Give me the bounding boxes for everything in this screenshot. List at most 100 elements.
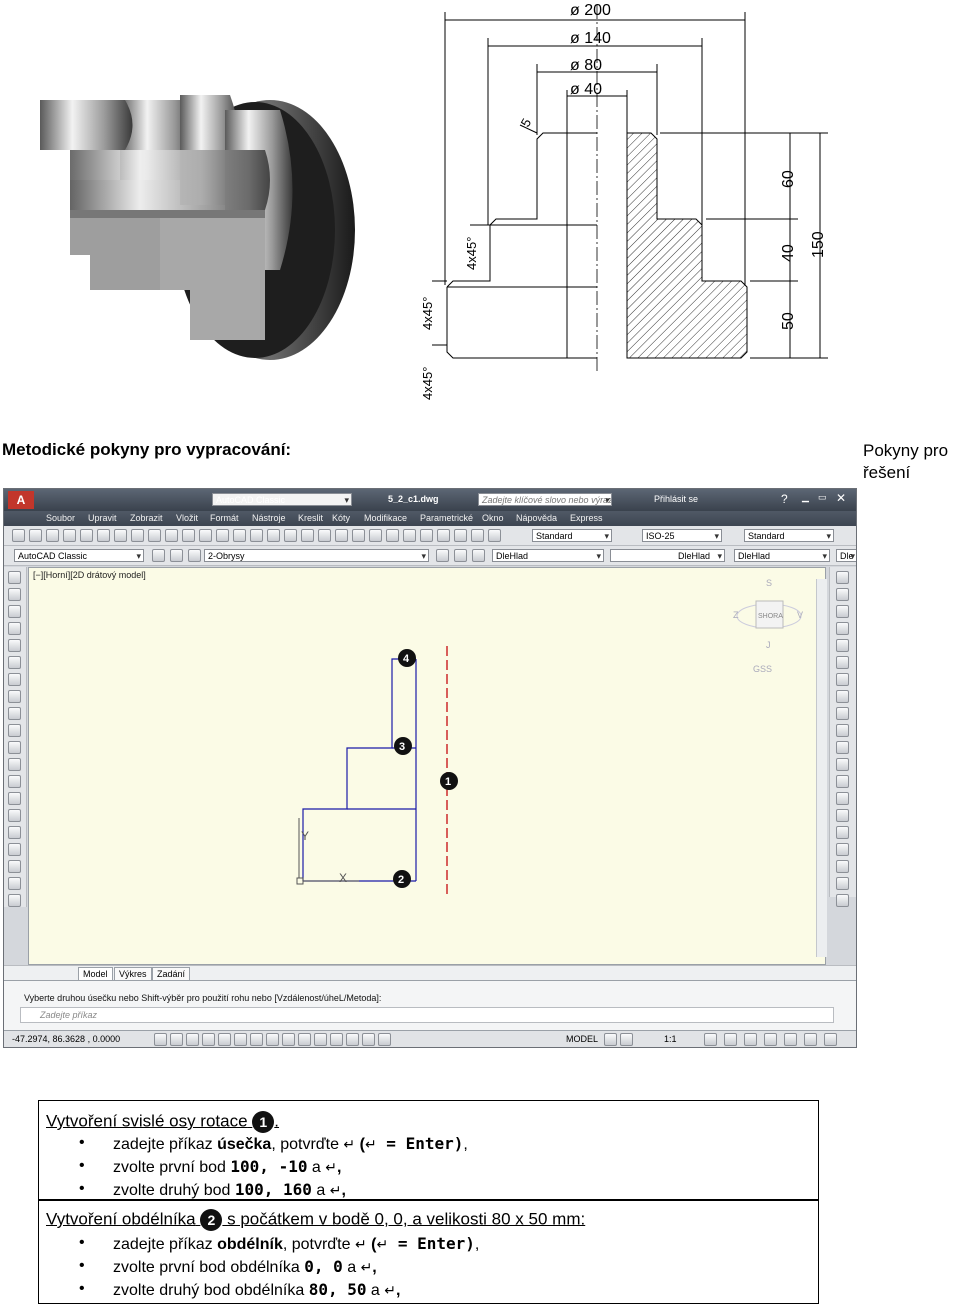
close-button[interactable]: ✕ (836, 491, 847, 505)
draw-tool-icon[interactable] (8, 724, 21, 737)
status-toggle-icon[interactable] (266, 1033, 279, 1046)
viewcube[interactable]: SHORA S Z V J GSS (733, 578, 803, 674)
vertical-scrollbar[interactable] (816, 579, 827, 957)
menu-item[interactable]: Express (570, 513, 603, 523)
draw-tool-icon[interactable] (8, 588, 21, 601)
menu-item[interactable]: Upravit (88, 513, 117, 523)
toolbar-button-icon[interactable] (199, 529, 212, 542)
annotation-scale[interactable]: 1:1 (664, 1034, 677, 1044)
menu-item[interactable]: Modifikace (364, 513, 408, 523)
viewport-label[interactable]: [−][Horní][2D drátový model] (33, 570, 146, 580)
status-toggle-icon[interactable] (346, 1033, 359, 1046)
status-toggle-icon[interactable] (218, 1033, 231, 1046)
menu-item[interactable]: Vložit (176, 513, 199, 523)
status-toggle-icon[interactable] (282, 1033, 295, 1046)
draw-tool-icon[interactable] (8, 639, 21, 652)
modify-tool-icon[interactable] (836, 877, 849, 890)
draw-tool-icon[interactable] (8, 605, 21, 618)
table-style-select[interactable]: Standard (744, 529, 834, 542)
draw-tool-icon[interactable] (8, 656, 21, 669)
modify-tool-icon[interactable] (836, 809, 849, 822)
modify-tool-icon[interactable] (836, 792, 849, 805)
color-select[interactable]: DleHlad (492, 549, 604, 562)
modify-tool-icon[interactable] (836, 707, 849, 720)
menu-item[interactable]: Nástroje (252, 513, 286, 523)
menu-item[interactable]: Nápověda (516, 513, 558, 523)
draw-tool-icon[interactable] (8, 622, 21, 635)
draw-tool-icon[interactable] (8, 826, 21, 839)
status-toggle-icon[interactable] (202, 1033, 215, 1046)
modify-tool-icon[interactable] (836, 571, 849, 584)
toolbar-button-icon[interactable] (403, 529, 416, 542)
draw-tool-icon[interactable] (8, 860, 21, 873)
toolbar-button-icon[interactable] (386, 529, 399, 542)
toolbar-button-icon[interactable] (97, 529, 110, 542)
tab-zadani[interactable]: Zadání (152, 967, 191, 981)
menu-item[interactable]: Kreslit (298, 513, 324, 523)
modify-tool-icon[interactable] (836, 826, 849, 839)
status-toggle-icon[interactable] (604, 1033, 617, 1046)
draw-tool-icon[interactable] (8, 843, 21, 856)
modify-tool-icon[interactable] (836, 775, 849, 788)
status-toggle-icon[interactable] (154, 1033, 167, 1046)
modify-tool-icon[interactable] (836, 690, 849, 703)
toolbar-button-icon[interactable] (472, 549, 485, 562)
modify-tool-icon[interactable] (836, 605, 849, 618)
tab-model[interactable]: Model (78, 967, 113, 981)
workspace-combo[interactable]: AutoCAD Classic (14, 549, 144, 562)
draw-tool-icon[interactable] (8, 673, 21, 686)
menu-item[interactable]: Parametrické (420, 513, 474, 523)
maximize-button[interactable]: ▭ (818, 492, 827, 502)
minimize-button[interactable]: ▁ (802, 492, 809, 502)
toolbar-button-icon[interactable] (165, 529, 178, 542)
draw-tool-icon[interactable] (8, 758, 21, 771)
modify-tool-icon[interactable] (836, 741, 849, 754)
help-icon[interactable]: ? (781, 492, 788, 506)
status-toggle-icon[interactable] (234, 1033, 247, 1046)
draw-tool-icon[interactable] (8, 571, 21, 584)
draw-tool-icon[interactable] (8, 809, 21, 822)
signin-link[interactable]: Přihlásit se (654, 494, 699, 504)
menu-item[interactable]: Soubor (46, 513, 76, 523)
modify-tool-icon[interactable] (836, 656, 849, 669)
status-toggle-icon[interactable] (704, 1033, 717, 1046)
toolbar-button-icon[interactable] (301, 529, 314, 542)
status-toggle-icon[interactable] (170, 1033, 183, 1046)
toolbar-button-icon[interactable] (250, 529, 263, 542)
status-toggle-icon[interactable] (378, 1033, 391, 1046)
tab-vykres[interactable]: Výkres (114, 967, 152, 981)
status-toggle-icon[interactable] (804, 1033, 817, 1046)
toolbar-button-icon[interactable] (318, 529, 331, 542)
modify-tool-icon[interactable] (836, 639, 849, 652)
toolbar-button-icon[interactable] (131, 529, 144, 542)
modify-tool-icon[interactable] (836, 724, 849, 737)
dim-style-select[interactable]: ISO-25 (642, 529, 722, 542)
menu-item[interactable]: Formát (210, 513, 239, 523)
draw-tool-icon[interactable] (8, 792, 21, 805)
draw-tool-icon[interactable] (8, 775, 21, 788)
toolbar-button-icon[interactable] (335, 529, 348, 542)
draw-tool-icon[interactable] (8, 894, 21, 907)
status-toggle-icon[interactable] (330, 1033, 343, 1046)
modify-tool-icon[interactable] (836, 622, 849, 635)
model-button[interactable]: MODEL (566, 1034, 599, 1044)
modify-tool-icon[interactable] (836, 673, 849, 686)
status-toggle-icon[interactable] (250, 1033, 263, 1046)
status-toggle-icon[interactable] (744, 1033, 757, 1046)
toolbar-button-icon[interactable] (29, 529, 42, 542)
menu-item[interactable]: Zobrazit (130, 513, 163, 523)
toolbar-button-icon[interactable] (46, 529, 59, 542)
menu-item[interactable]: Okno (482, 513, 504, 523)
status-toggle-icon[interactable] (298, 1033, 311, 1046)
toolbar-button-icon[interactable] (182, 529, 195, 542)
toolbar-button-icon[interactable] (170, 549, 183, 562)
status-toggle-icon[interactable] (824, 1033, 837, 1046)
menu-item[interactable]: Kóty (332, 513, 351, 523)
toolbar-button-icon[interactable] (369, 529, 382, 542)
toolbar-button-icon[interactable] (454, 549, 467, 562)
status-toggle-icon[interactable] (314, 1033, 327, 1046)
toolbar-button-icon[interactable] (233, 529, 246, 542)
toolbar-button-icon[interactable] (488, 529, 501, 542)
status-toggle-icon[interactable] (724, 1033, 737, 1046)
status-toggle-icon[interactable] (620, 1033, 633, 1046)
